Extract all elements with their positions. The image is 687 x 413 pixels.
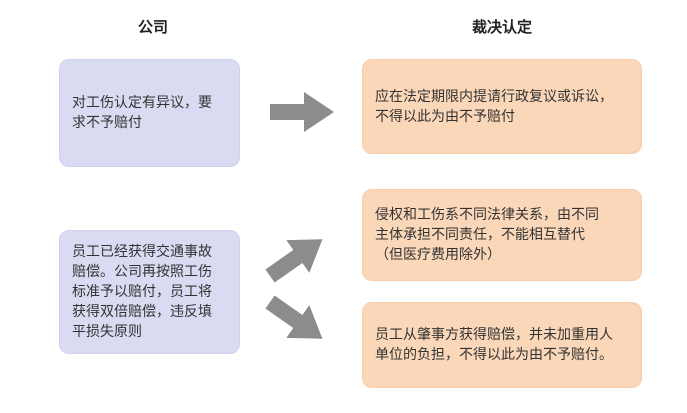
company-box-1: 对工伤认定有异议，要 求不予赔付: [59, 59, 240, 167]
company-box-2: 员工已经获得交通事故 赔偿。公司再按照工伤 标准予以赔付，员工将 获得双倍赔偿，…: [59, 230, 240, 354]
verdict-box-1: 应在法定期限内提请行政复议或诉讼， 不得以此为由不予赔付: [362, 59, 642, 154]
verdict-box-2: 侵权和工伤系不同法律关系，由不同 主体承担不同责任，不能相互替代 （但医疗费用除…: [362, 189, 642, 281]
arrow-up-right-icon: [265, 239, 323, 283]
company-heading: 公司: [137, 18, 168, 36]
arrow-right-icon: [270, 92, 334, 132]
arrow-down-right-icon: [265, 295, 323, 339]
verdict-heading: 裁决认定: [471, 18, 532, 36]
verdict-box-3: 员工从肇事方获得赔偿，并未加重用人 单位的负担，不得以此为由不予赔付。: [362, 302, 642, 388]
